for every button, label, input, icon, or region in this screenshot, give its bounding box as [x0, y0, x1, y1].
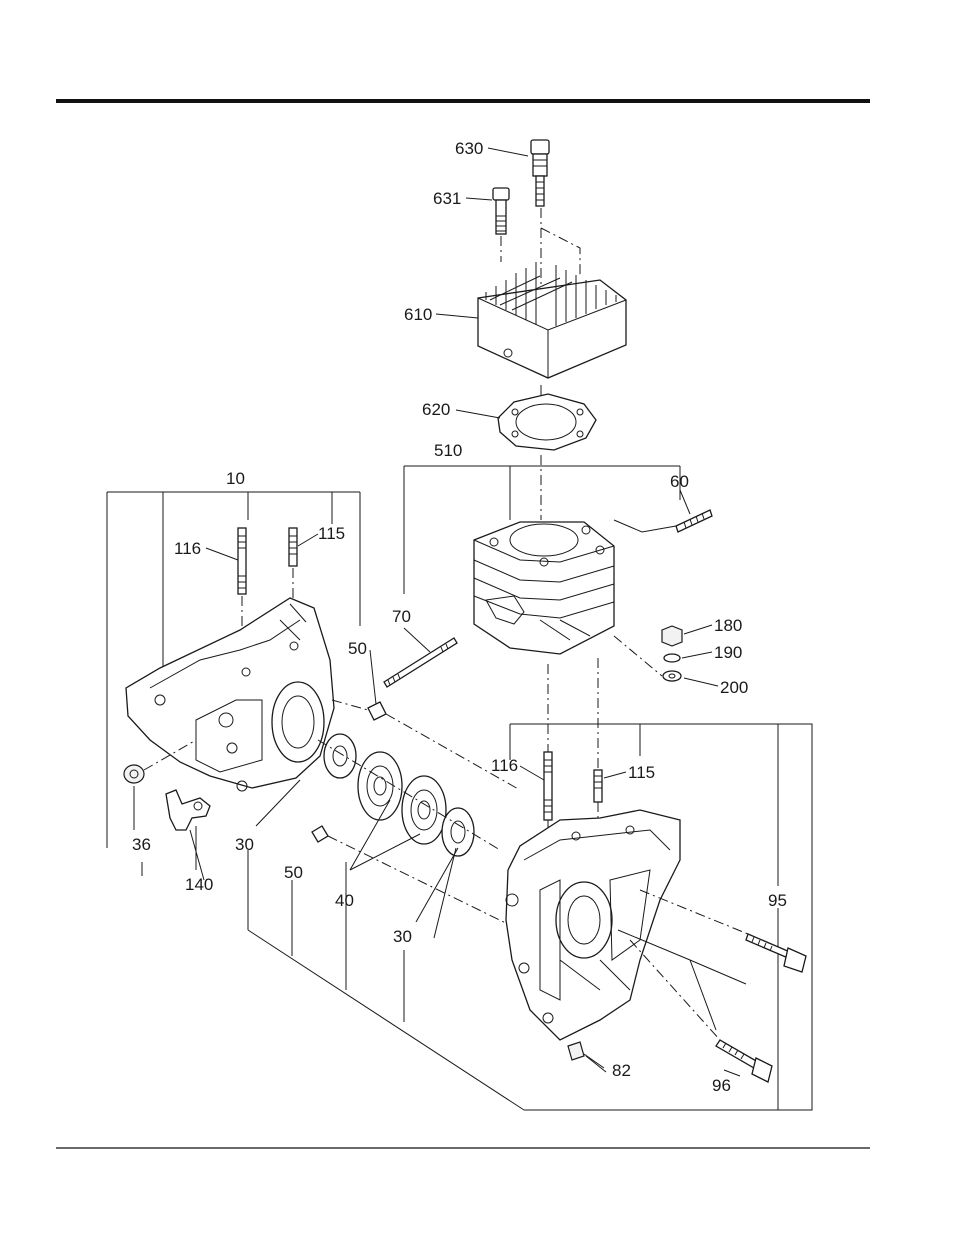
label-610: 610: [404, 305, 432, 324]
long-stud-70: [384, 638, 457, 687]
label-116-left: 116: [174, 539, 201, 558]
plug-82: [568, 1042, 604, 1068]
label-116-right: 116: [491, 756, 518, 775]
nut-washer-set: [614, 626, 682, 681]
label-115-right: 115: [628, 763, 655, 782]
head-bolt-631: [493, 188, 509, 234]
stud-60: [614, 510, 712, 532]
spark-plug-630: [531, 140, 549, 206]
label-620: 620: [422, 400, 450, 419]
label-115-left: 115: [318, 524, 345, 543]
label-70: 70: [392, 607, 411, 626]
label-631: 631: [433, 189, 461, 208]
label-140: 140: [185, 875, 213, 894]
cylinder-510: [474, 522, 614, 654]
label-60: 60: [670, 472, 689, 491]
label-30-lower: 30: [393, 927, 412, 946]
label-50-upper: 50: [348, 639, 367, 658]
label-40: 40: [335, 891, 354, 910]
label-96: 96: [712, 1076, 731, 1095]
label-36: 36: [132, 835, 151, 854]
head-gasket-620: [498, 394, 596, 450]
header-rule: [56, 99, 870, 103]
label-50-lower: 50: [284, 863, 303, 882]
bearings: [318, 734, 500, 856]
label-630: 630: [455, 139, 483, 158]
label-82: 82: [612, 1061, 631, 1080]
label-200: 200: [720, 678, 748, 697]
label-10: 10: [226, 469, 245, 488]
label-180: 180: [714, 616, 742, 635]
cylinder-head-610: [478, 262, 626, 378]
label-510: 510: [434, 441, 462, 460]
label-95: 95: [768, 891, 787, 910]
label-190: 190: [714, 643, 742, 662]
label-30-upper: 30: [235, 835, 254, 854]
crankcase-right: [506, 810, 680, 1040]
fitting-140: [166, 790, 210, 830]
